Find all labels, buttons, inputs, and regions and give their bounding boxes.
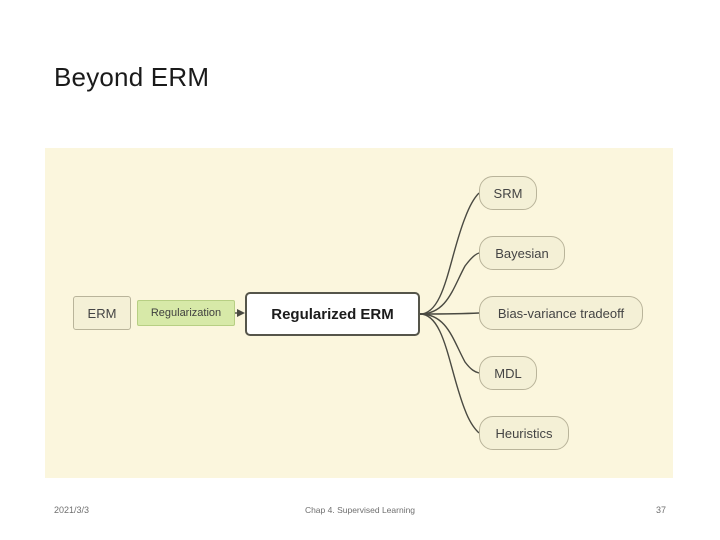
node-heuristics[interactable]: Heuristics bbox=[479, 416, 569, 450]
node-bias-variance-tradeoff[interactable]: Bias-variance tradeoff bbox=[479, 296, 643, 330]
node-bayesian[interactable]: Bayesian bbox=[479, 236, 565, 270]
footer-page-number: 37 bbox=[655, 505, 666, 515]
node-erm[interactable]: ERM bbox=[73, 296, 131, 330]
footer-date: 2021/3/3 bbox=[54, 505, 90, 515]
page-title: Beyond ERM bbox=[54, 62, 210, 92]
diagram-connectors bbox=[235, 192, 480, 434]
slide-footer: 2021/3/3 Chap 4. Supervised Learning 37 bbox=[0, 505, 720, 529]
node-regularized-erm[interactable]: Regularized ERM bbox=[245, 292, 420, 336]
node-regularization[interactable]: Regularization bbox=[137, 300, 235, 326]
node-srm[interactable]: SRM bbox=[479, 176, 537, 210]
diagram-panel: ERM Regularization Regularized ERM SRM B… bbox=[45, 148, 673, 478]
footer-chapter: Chap 4. Supervised Learning bbox=[304, 505, 416, 515]
node-mdl[interactable]: MDL bbox=[479, 356, 537, 390]
